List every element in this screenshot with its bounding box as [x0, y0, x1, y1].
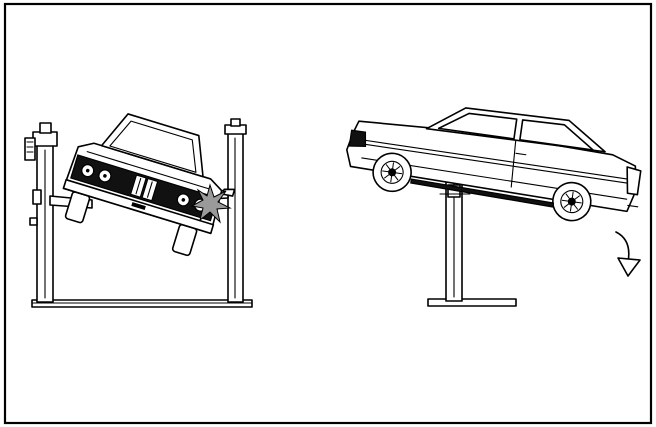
two-post-lift [24, 118, 253, 308]
car-side-view-tilted [346, 107, 642, 222]
rear-window [437, 112, 518, 140]
car-cabin [100, 113, 204, 178]
impact-star-icon [190, 183, 232, 224]
motor-unit [24, 137, 36, 161]
left-column-head [32, 131, 58, 147]
single-post-base-plate [427, 298, 517, 307]
left-carriage [32, 189, 42, 205]
car-front-view-tilted [62, 113, 236, 257]
front-window [519, 119, 594, 151]
figure-border [3, 2, 653, 425]
curved-down-arrow-icon [615, 231, 641, 277]
